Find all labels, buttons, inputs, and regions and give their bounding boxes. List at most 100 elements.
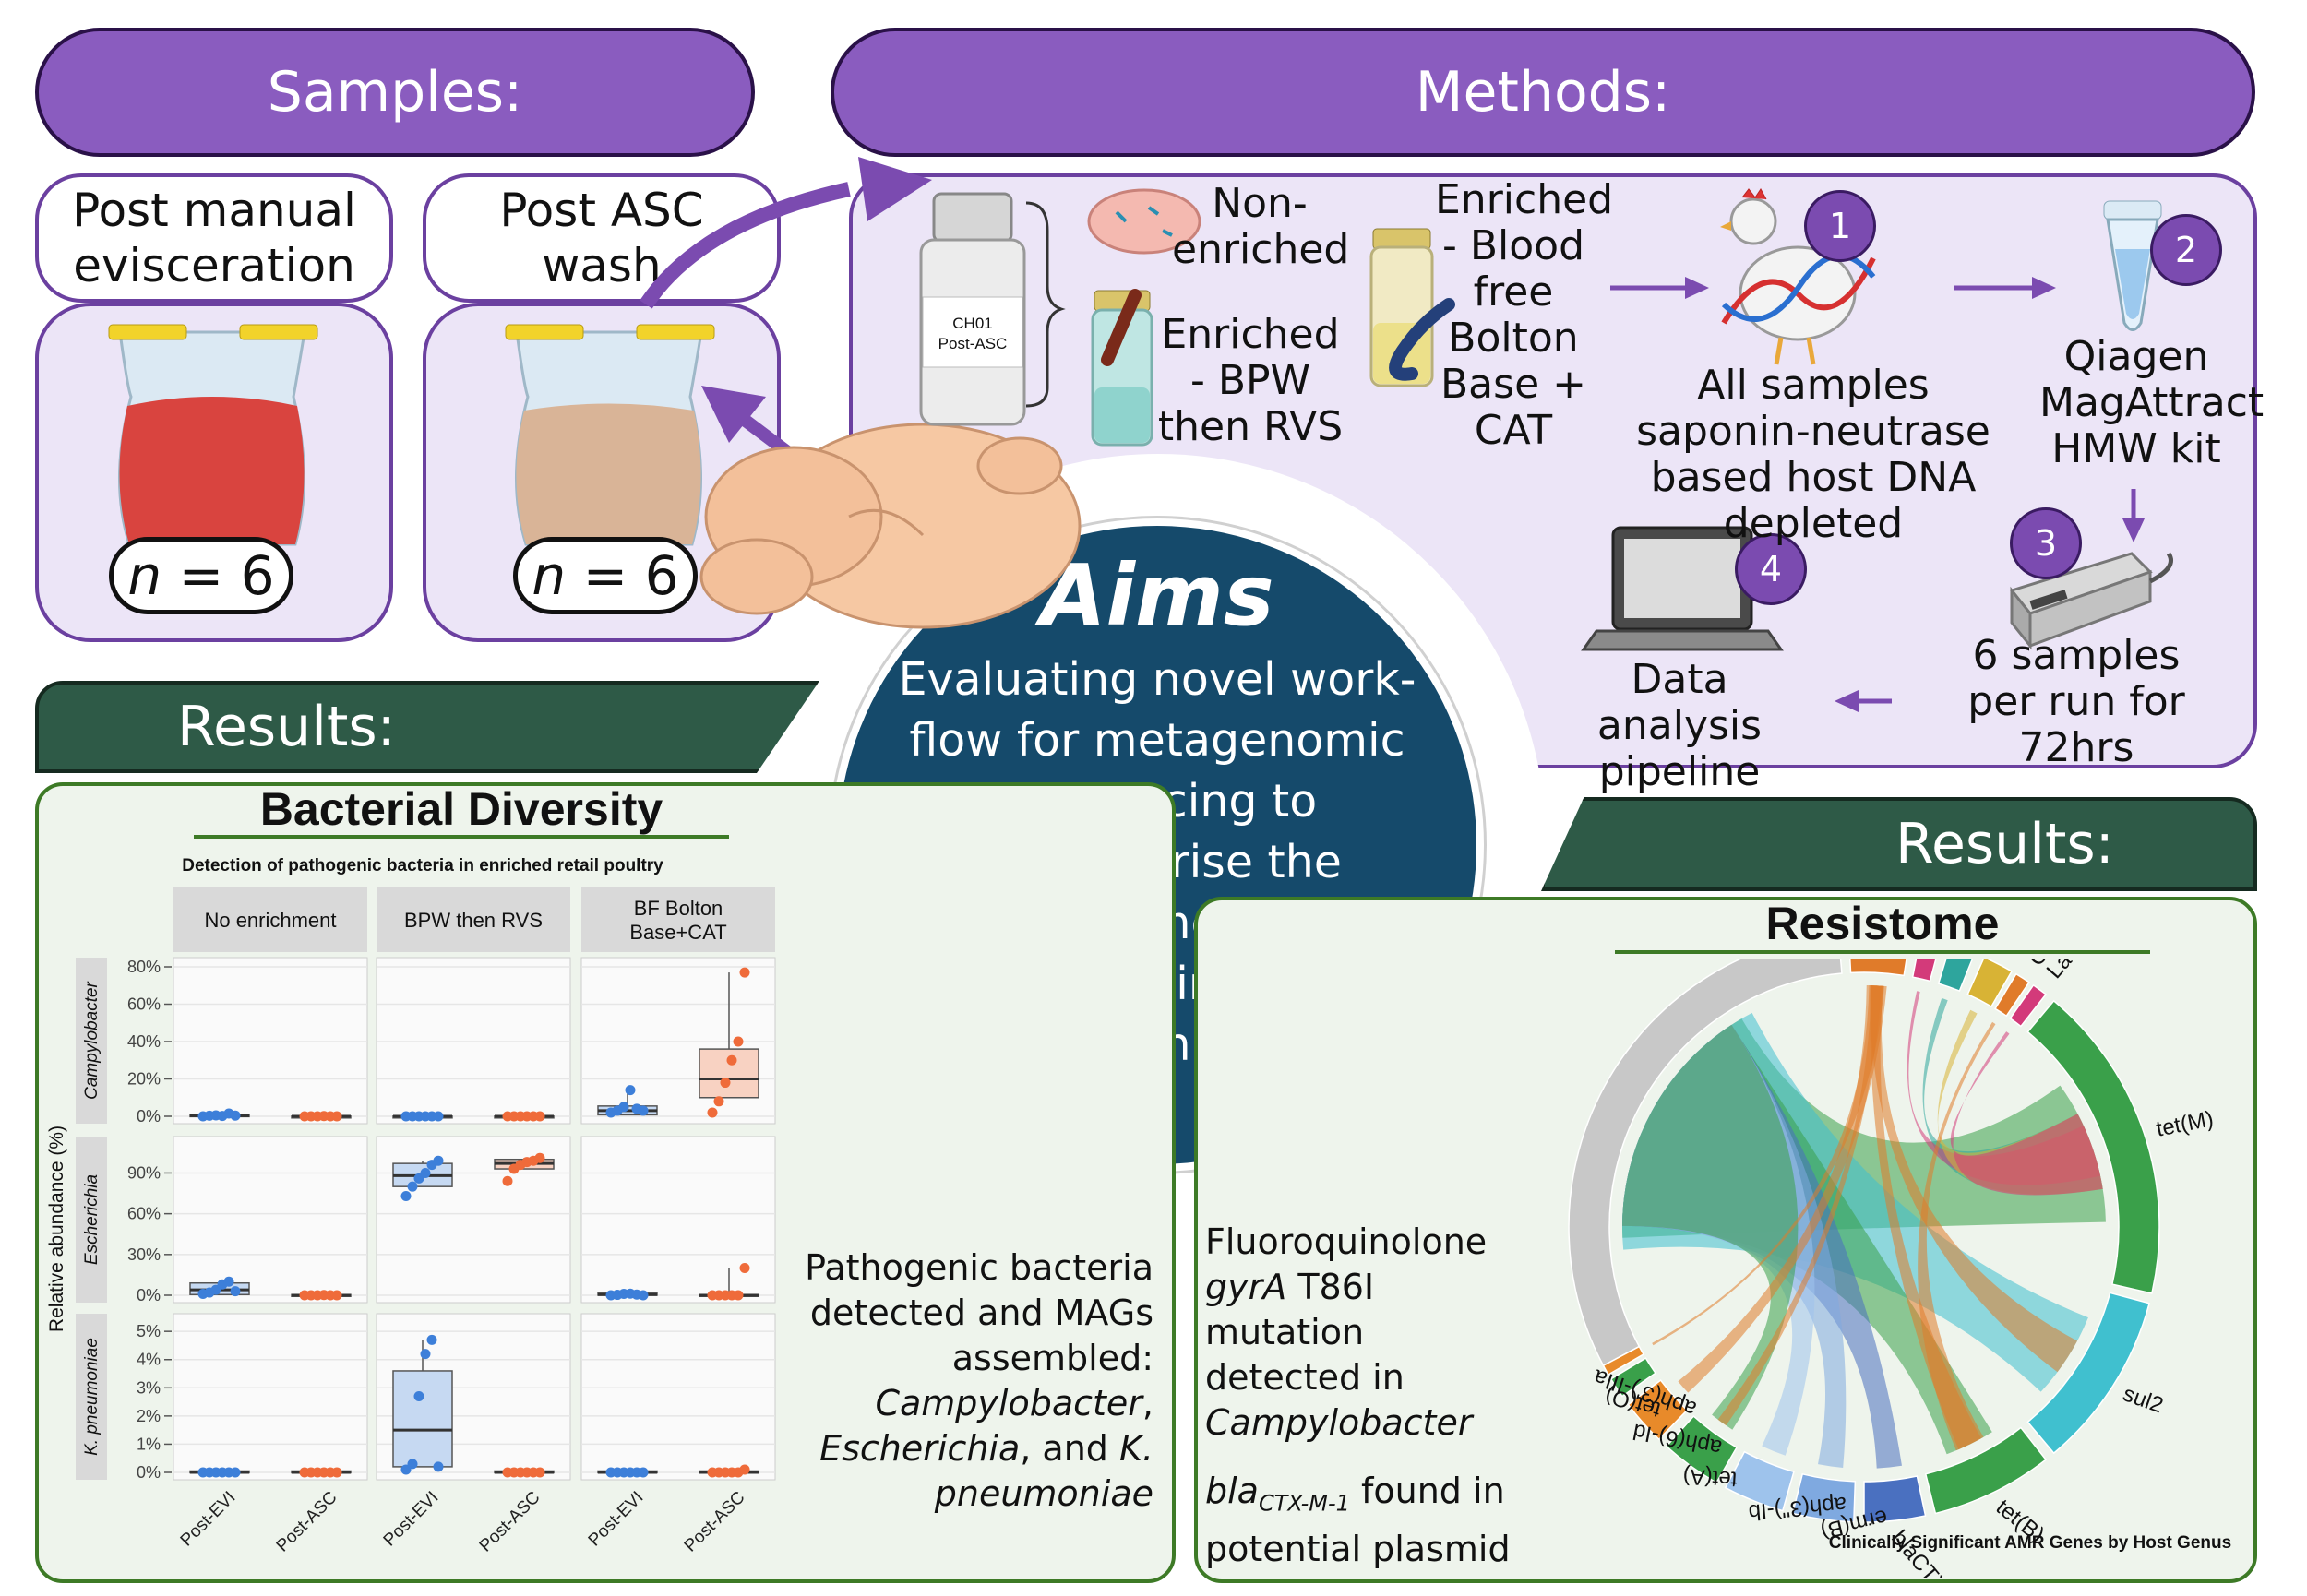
x-tick-label: Post-EVI	[380, 1488, 443, 1551]
chord-sector	[1724, 1450, 1795, 1512]
sector-label-gene: tet(M)	[2154, 1106, 2216, 1142]
y-tick-label: 40%	[127, 1032, 161, 1051]
data-point	[713, 1096, 724, 1107]
facet-panel	[173, 1313, 368, 1481]
enriched-bpw-label: Enriched - BPW then RVS	[1157, 311, 1344, 450]
step-3-label: 6 samples per run for 72hrs	[1967, 632, 2185, 771]
row-label: Escherichia	[82, 1174, 102, 1265]
y-tick-label: 0%	[137, 1107, 161, 1126]
y-tick-label: 4%	[137, 1351, 161, 1369]
facet-label: BPW then RVS	[404, 909, 543, 932]
tan-rinse-bag-icon	[505, 324, 715, 546]
step-1-badge: 1	[1804, 190, 1876, 262]
chord-ribbon	[1678, 985, 1887, 1393]
y-tick-label: 30%	[127, 1245, 161, 1264]
data-point	[638, 1467, 649, 1478]
x-tick-label: Post-ASC	[273, 1488, 341, 1556]
chord-ribbon	[1870, 985, 1982, 1450]
step-4-badge: 4	[1735, 533, 1807, 605]
row-strip	[76, 1137, 107, 1303]
chord-sector	[1602, 1345, 1645, 1376]
row-label: K. pneumoniae	[82, 1338, 102, 1456]
laptop-icon	[1581, 526, 1784, 651]
data-point	[534, 1111, 545, 1122]
y-tick-label: 20%	[127, 1070, 161, 1089]
data-point	[426, 1334, 437, 1345]
data-point	[739, 1263, 750, 1274]
enrichment-tube-icon	[1091, 289, 1154, 447]
y-tick-label: 60%	[127, 1205, 161, 1223]
row-strip	[76, 1314, 107, 1480]
step-1-label: All samples saponin-neutrase based host …	[1636, 362, 1990, 547]
chord-sector	[1609, 1357, 1656, 1398]
data-point	[707, 1107, 718, 1118]
diversity-title: Bacterial Diversity	[259, 783, 663, 835]
pathogen-boxplot-chart: Detection of pathogenic bacteria in enri…	[46, 856, 776, 1556]
transfer-arrow-icon	[640, 182, 851, 309]
data-point	[230, 1286, 241, 1297]
chord-sector	[2009, 983, 2048, 1028]
data-point	[413, 1390, 424, 1401]
fluoroquinolone-finding: Fluoroquinolone gyrA T86I mutation detec…	[1205, 1221, 1488, 1443]
meat-sample-icon	[1087, 188, 1201, 255]
data-point	[331, 1467, 342, 1478]
chord-sector	[2026, 1292, 2151, 1455]
data-point	[638, 1105, 649, 1116]
data-point	[420, 1167, 431, 1178]
data-point	[433, 1461, 444, 1472]
chart-subtitle: Detection of pathogenic bacteria in enri…	[182, 856, 663, 875]
sample-count-evisceration: n = 6	[109, 537, 293, 614]
data-point	[230, 1110, 241, 1121]
pathogen-summary: Pathogenic bacteria detected and MAGs as…	[805, 1247, 1154, 1514]
sample-bottle-icon	[919, 192, 1026, 426]
chord-sector	[1791, 1472, 1857, 1523]
y-tick-label: 1%	[137, 1435, 161, 1453]
x-tick-label: Post-EVI	[585, 1488, 648, 1551]
chord-sector	[1966, 959, 2014, 1008]
data-point	[534, 1152, 545, 1163]
row-strip	[76, 958, 107, 1124]
x-tick-label: Post-ASC	[681, 1488, 749, 1556]
data-point	[502, 1175, 513, 1186]
amr-chord-diagram: UnclassifiedEscherichiaMegamonasCampylob…	[1568, 959, 2231, 1578]
y-tick-label: 3%	[137, 1378, 161, 1397]
facet-strip	[377, 887, 570, 952]
y-tick-label: 80%	[127, 958, 161, 976]
chord-sector	[1937, 959, 1973, 993]
chord-ribbon	[1918, 1021, 1996, 1451]
data-point	[618, 1102, 629, 1113]
data-point	[433, 1111, 444, 1122]
data-point	[433, 1155, 444, 1166]
data-point	[739, 1464, 750, 1475]
sector-label-genus: Lactobacillus	[2042, 959, 2145, 983]
chord-sector	[1665, 1415, 1739, 1484]
data-point	[733, 1290, 744, 1301]
sector-label-gene: tet(A)	[1682, 1463, 1738, 1492]
data-point	[400, 1190, 412, 1201]
step-4-label: Data analysis pipeline	[1596, 656, 1763, 795]
x-tick-label: Post-EVI	[177, 1488, 240, 1551]
facet-label: Base+CAT	[629, 921, 726, 944]
facet-label: No enrichment	[204, 909, 336, 932]
samples-header: Samples:	[35, 28, 755, 157]
aims-title: Aims	[1040, 546, 1274, 645]
row-label: Campylobacter	[82, 981, 102, 1099]
facet-label: BF Bolton	[634, 897, 723, 920]
chord-ribbon	[1950, 1031, 2103, 1196]
chord-sector	[1627, 1379, 1689, 1441]
data-point	[331, 1111, 342, 1122]
resistome-title: Resistome	[1765, 898, 2000, 949]
data-point	[739, 967, 750, 978]
data-point	[720, 1078, 731, 1089]
y-tick-label: 5%	[137, 1322, 161, 1340]
chord-sector	[1849, 959, 1907, 977]
data-point	[407, 1459, 418, 1470]
chord-ribbon	[1870, 985, 2078, 1373]
diversity-title-underline	[194, 835, 729, 839]
results-left-banner: Results:	[35, 681, 819, 773]
data-point	[625, 1085, 636, 1096]
facet-strip	[581, 887, 775, 952]
step-2-badge: 2	[2150, 214, 2222, 286]
